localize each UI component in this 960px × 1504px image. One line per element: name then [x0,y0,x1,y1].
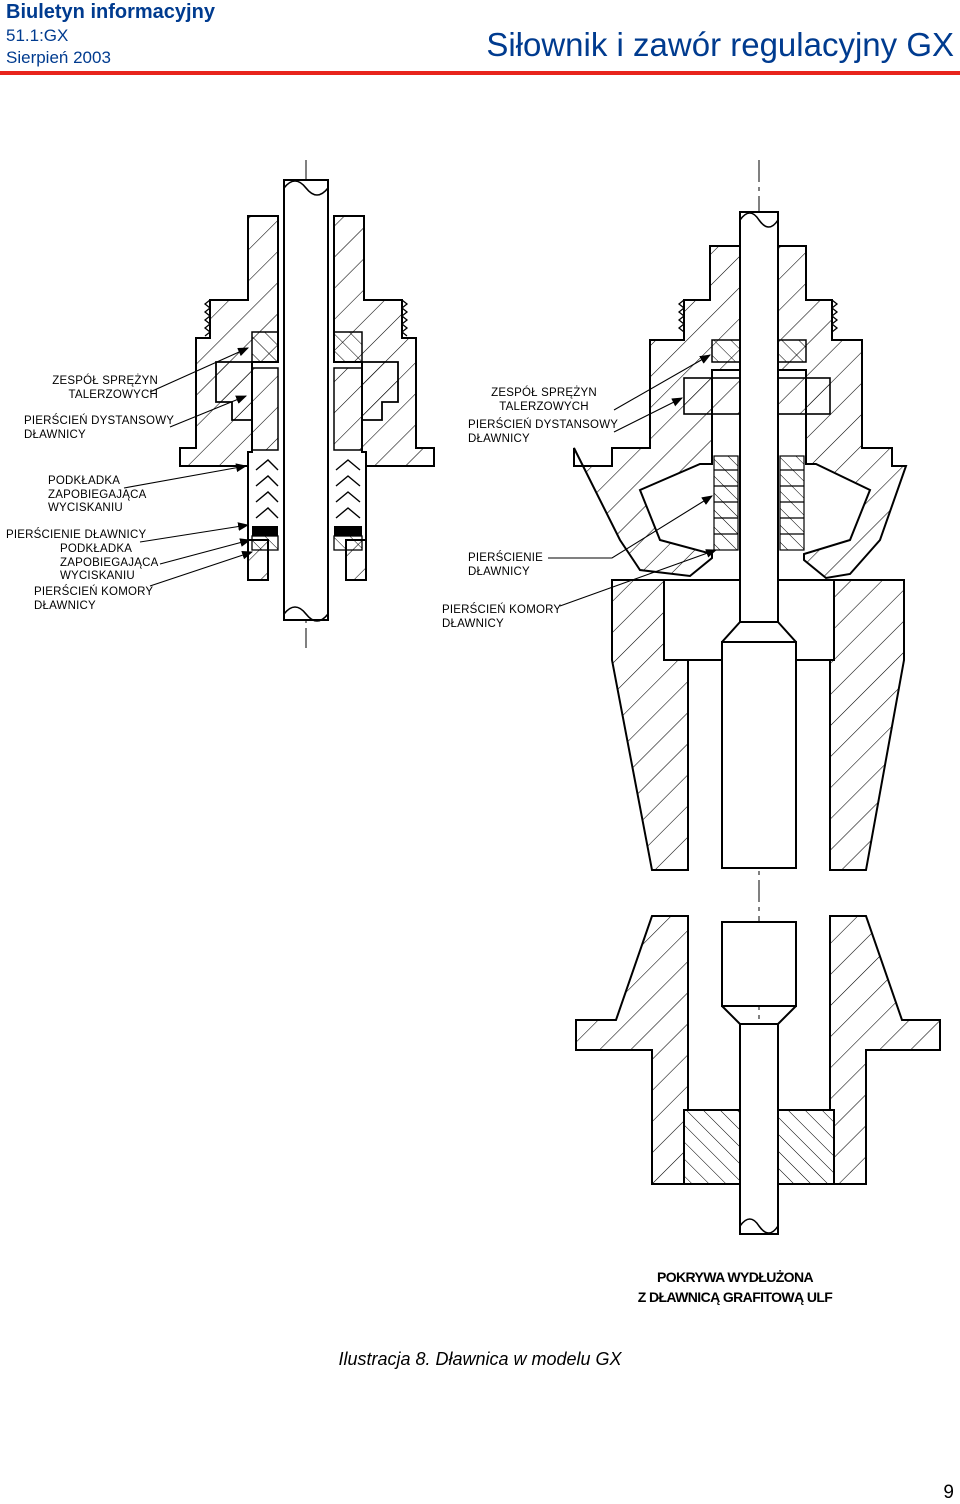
left-label-spacer-ring: PIERŚCIEŃ DYSTANSOWY DŁAWNICY [24,415,175,441]
header-rule [0,71,960,75]
document-title: Siłownik i zawór regulacyjny GX [486,26,954,63]
right-drawing [548,160,941,1240]
left-label-anti-extrusion-washer-1: PODKŁADKA ZAPOBIEGAJĄCA WYCISKANIU [48,475,147,514]
right-label-packing-rings: PIERŚCIENIE DŁAWNICY [468,552,544,578]
left-label-chamber-ring: PIERŚCIEŃ KOMORY DŁAWNICY [34,586,154,612]
page-number: 9 [943,1482,954,1503]
drawing-caption: POKRYWA WYDŁUŻONA Z DŁAWNICĄ GRAFITOWĄ U… [637,1269,833,1305]
left-label-anti-extrusion-washer-2: PODKŁADKA ZAPOBIEGAJĄCA WYCISKANIU [60,543,159,582]
left-label-packing-rings: PIERŚCIENIE DŁAWNICY [6,529,147,541]
right-label-spring-assembly: ZESPÓŁ SPRĘŻYN TALERZOWYCH [491,387,597,413]
bulletin-title: Biuletyn informacyjny [6,1,215,23]
right-label-spacer-ring: PIERŚCIEŃ DYSTANSOWY DŁAWNICY [468,419,619,445]
left-label-spring-assembly: ZESPÓŁ SPRĘŻYN TALERZOWYCH [52,375,158,401]
bulletin-date: Sierpień 2003 [6,48,111,67]
left-drawing [123,160,435,648]
bulletin-code: 51.1:GX [6,26,69,45]
figure-caption: Ilustracja 8. Dławnica w modelu GX [338,1349,622,1369]
right-label-chamber-ring: PIERŚCIEŃ KOMORY DŁAWNICY [442,604,562,630]
